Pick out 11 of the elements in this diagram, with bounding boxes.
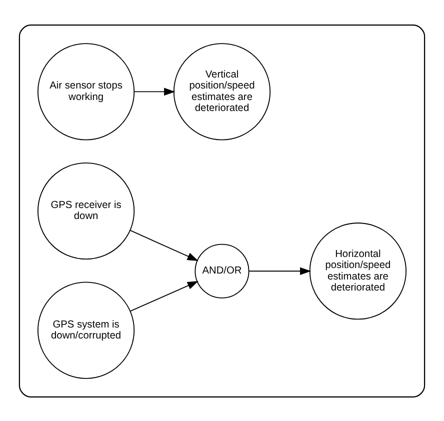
cluster xyxy=(18,24,426,397)
node-circle: GPS system is down/corrupted xyxy=(37,281,135,378)
arrow xyxy=(130,280,199,312)
node-circle: Vertical position/speed estimates are deteriorated xyxy=(173,42,271,140)
node-circle: AND/OR xyxy=(194,243,250,298)
node-circle: Horizontal position/speed estimates are deteriorated xyxy=(309,222,407,320)
arrow xyxy=(134,87,176,96)
arrow xyxy=(130,229,198,260)
arrow xyxy=(248,266,312,274)
node-circle: GPS receiver is down xyxy=(37,162,135,260)
node-circle: Air sensor stops working xyxy=(37,42,135,140)
